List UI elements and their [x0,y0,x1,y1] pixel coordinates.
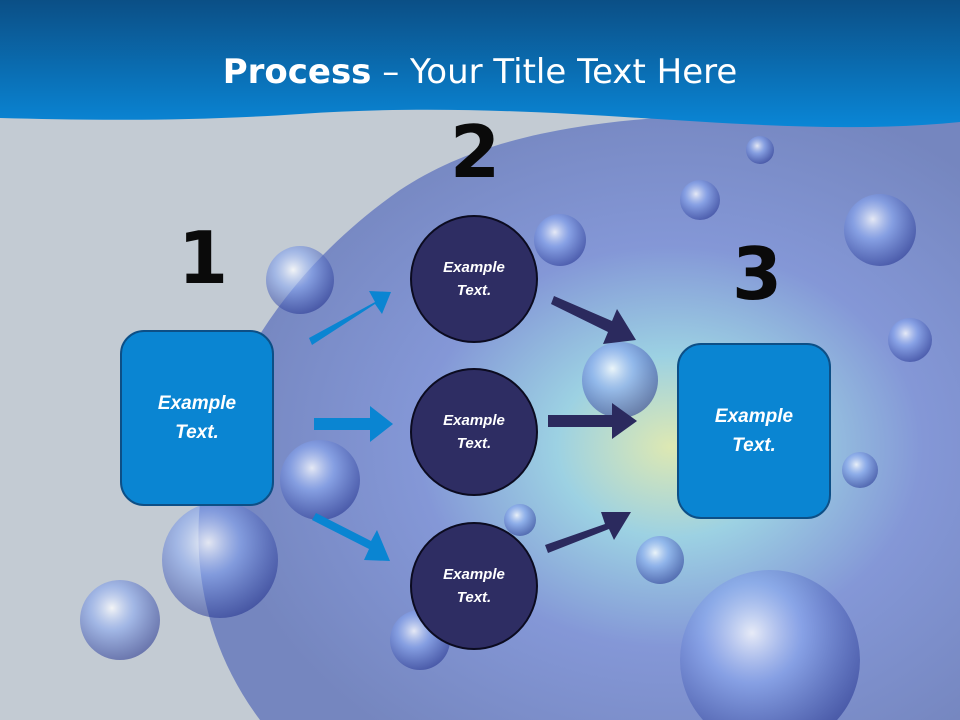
right-box-line2: Text. [732,435,776,456]
title-bold: Process [222,52,372,92]
right-box-line1: Example [714,406,794,427]
title-rest: – Your Title Text Here [382,52,738,92]
arrow-left-to-middle [314,406,393,442]
circle-bottom-line1: Example [443,566,505,583]
arrow-bottom-to-right [545,512,631,553]
circle-center-line2: Text. [456,435,492,452]
left-box-line1: Example [157,393,237,414]
circle-center-line1: Example [443,412,505,429]
step-number-3: 3 [732,232,783,316]
arrow-left-to-bottom [312,513,390,561]
left-box-line2: Text. [175,422,219,443]
circle-bottom-line2: Text. [456,589,492,606]
step-number-2: 2 [450,110,501,194]
arrow-middle-to-right [548,403,637,439]
step-number-1: 1 [178,216,229,300]
circle-top-line2: Text. [456,282,492,299]
arrow-left-to-top [309,291,391,345]
circle-top-line1: Example [443,259,505,276]
slide-title: Process – Your Title Text Here [0,52,960,92]
arrow-top-to-right [551,296,636,344]
